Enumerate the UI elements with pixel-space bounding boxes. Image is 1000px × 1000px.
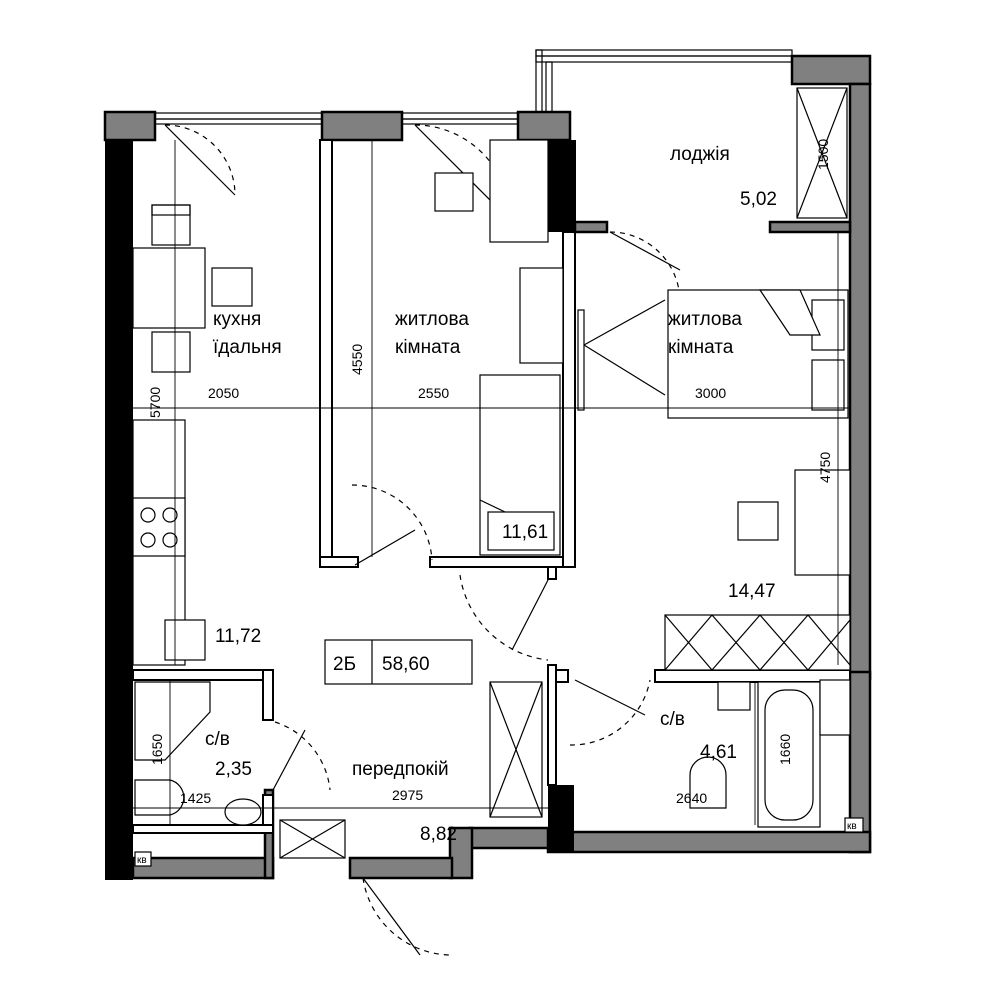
dim-bathroom-left-depth: 1650 (149, 734, 165, 765)
kitchen-name-2: їдальня (212, 337, 282, 358)
kitchen-furniture (132, 204, 253, 666)
dim-bathroom-left-width: 1425 (180, 790, 211, 806)
apartment-badge: 2Б 58,60 (324, 639, 473, 685)
desk (794, 469, 851, 576)
dim-bathroom-right-depth: 1660 (777, 734, 793, 765)
exterior-walls (103, 54, 872, 880)
hallway-furniture (279, 681, 543, 859)
left-bedroom-furniture (434, 139, 564, 556)
windows (154, 49, 848, 219)
bathtub (757, 681, 821, 828)
doors (164, 124, 681, 956)
washbasin (224, 798, 262, 826)
dimension-lines (133, 140, 850, 825)
bathroom-fixtures (134, 679, 851, 828)
chair (151, 331, 191, 373)
bathroom-left-area: 2,35 (215, 759, 252, 780)
bedroom-right-name: житлова (668, 309, 742, 330)
dimension-labels: 2050 2550 3000 2975 1425 2640 5700 4550 … (147, 139, 833, 806)
loggia-area: 5,02 (740, 189, 777, 210)
wall-left-outer (105, 138, 133, 880)
chair (737, 501, 779, 541)
dim-bedroom-right-depth: 4750 (817, 452, 833, 483)
dim-hallway-width: 2975 (392, 787, 423, 803)
stove (132, 497, 186, 557)
room-labels: кухня їдальня 11,72 житлова кімната 11,6… (205, 144, 777, 845)
chair (211, 267, 253, 307)
kitchen-name: кухня (213, 309, 261, 330)
shaft-label-right: кв (847, 821, 857, 832)
chair (151, 204, 191, 246)
sink (164, 619, 206, 661)
right-bedroom-furniture (664, 289, 851, 671)
bedroom-left-name-2: кімната (395, 337, 461, 358)
dim-bedroom-left-depth: 4550 (349, 344, 365, 375)
bedroom-right-name-2: кімната (668, 337, 734, 358)
bed (479, 374, 561, 556)
dim-bedroom-right-width: 3000 (695, 385, 726, 401)
dim-loggia-depth: 1500 (815, 139, 831, 170)
dim-bathroom-right-width: 2640 (676, 790, 707, 806)
dim-kitchen-depth: 5700 (147, 387, 163, 418)
bathroom-left-name: с/в (205, 729, 230, 750)
hallway-name: передпокій (352, 759, 449, 780)
shaft-labels: кв кв (134, 817, 864, 867)
hallway-area: 8,82 (420, 824, 457, 845)
dining-table (132, 247, 206, 329)
toilet (689, 756, 727, 809)
apartment-type: 2Б (333, 654, 356, 675)
shower (134, 681, 211, 761)
bedroom-left-area: 11,61 (502, 522, 548, 543)
bedroom-right-area: 14,47 (728, 581, 776, 602)
wardrobe (519, 267, 564, 364)
loggia-name: лоджія (670, 144, 730, 165)
wall-right-outer (848, 82, 872, 681)
chair (434, 172, 474, 212)
bedroom-left-name: житлова (395, 309, 469, 330)
kitchen-area: 11,72 (215, 626, 261, 647)
bathroom-right-area: 4,61 (700, 742, 737, 763)
wardrobe (664, 614, 851, 671)
dim-kitchen-width: 2050 (208, 385, 239, 401)
partitions (132, 139, 852, 834)
desk (489, 139, 549, 243)
bathroom-right-name: с/в (660, 709, 685, 730)
bed (667, 289, 849, 419)
apartment-total-area: 58,60 (382, 654, 430, 675)
shaft-label-left: кв (137, 855, 147, 866)
dim-bedroom-left-width: 2550 (418, 385, 449, 401)
toilet (134, 779, 185, 816)
washbasin (717, 681, 751, 711)
